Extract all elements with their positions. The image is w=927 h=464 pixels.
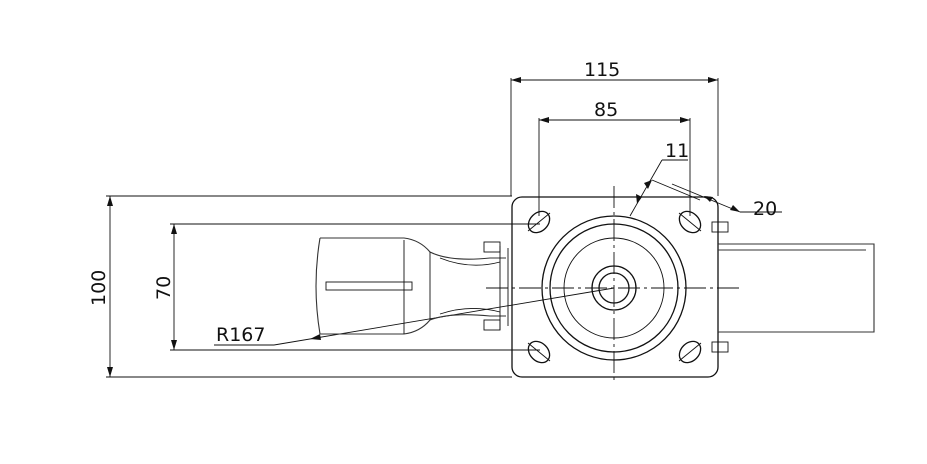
dimension-115-label: 115	[584, 59, 620, 81]
dimension-20-label: 20	[753, 198, 777, 220]
dimension-85: 85	[538, 99, 691, 216]
radius-r167-callout: R167	[214, 287, 615, 346]
dimension-70: 70	[153, 223, 540, 351]
dimension-20: 20	[671, 183, 782, 220]
dimension-100-label: 100	[88, 270, 110, 306]
fork-housing	[315, 237, 509, 335]
dimension-115: 115	[510, 59, 719, 196]
dimension-70-label: 70	[153, 276, 175, 300]
radius-r167-label: R167	[216, 324, 265, 346]
dimension-11: 11	[629, 140, 701, 217]
swivel-bearing	[541, 215, 687, 361]
slot-hole-bottom-right	[678, 340, 702, 364]
slot-hole-top-left	[527, 210, 551, 234]
dimension-85-label: 85	[594, 99, 618, 121]
slot-hole-bottom-left	[527, 340, 551, 364]
center-lines	[486, 186, 742, 384]
slot-hole-top-right	[678, 210, 702, 234]
dimension-11-label: 11	[665, 140, 689, 162]
brake-arm	[711, 221, 875, 353]
dimension-100: 100	[88, 195, 512, 378]
mounting-plate	[511, 196, 719, 378]
